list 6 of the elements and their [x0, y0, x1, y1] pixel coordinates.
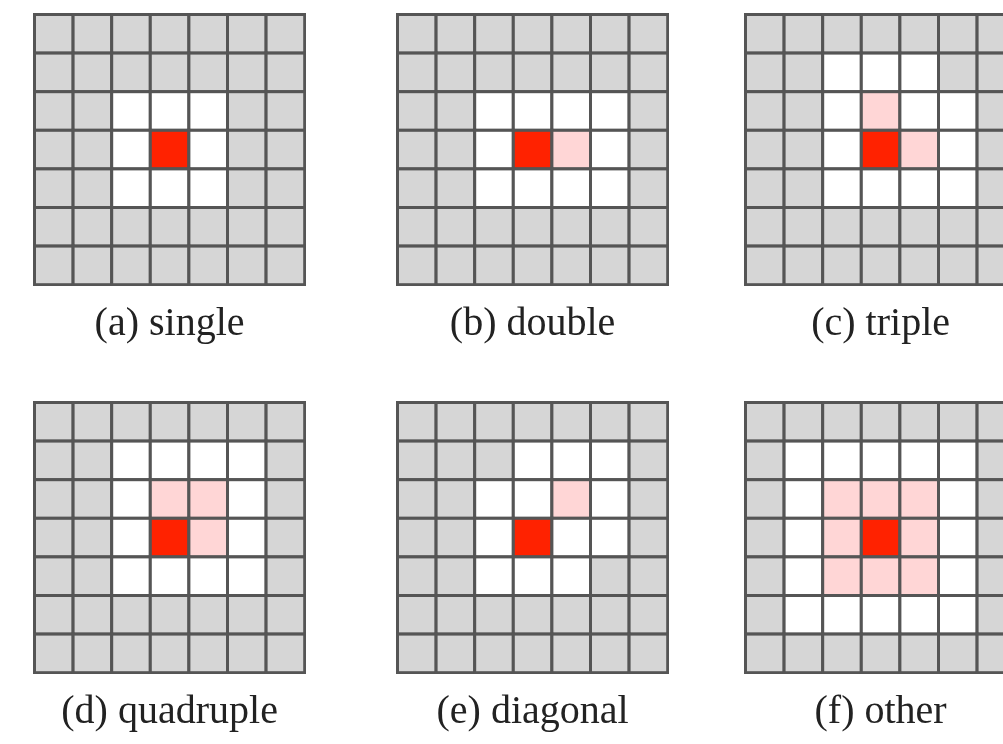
panel-caption: (c) triple [811, 298, 950, 345]
panel-caption: (a) single [94, 298, 245, 345]
panel-caption: (d) quadruple [61, 686, 278, 733]
panel-caption: (f) other [814, 686, 947, 733]
panel-caption: (b) double [449, 298, 616, 345]
panel-caption: (e) diagonal [436, 686, 629, 733]
